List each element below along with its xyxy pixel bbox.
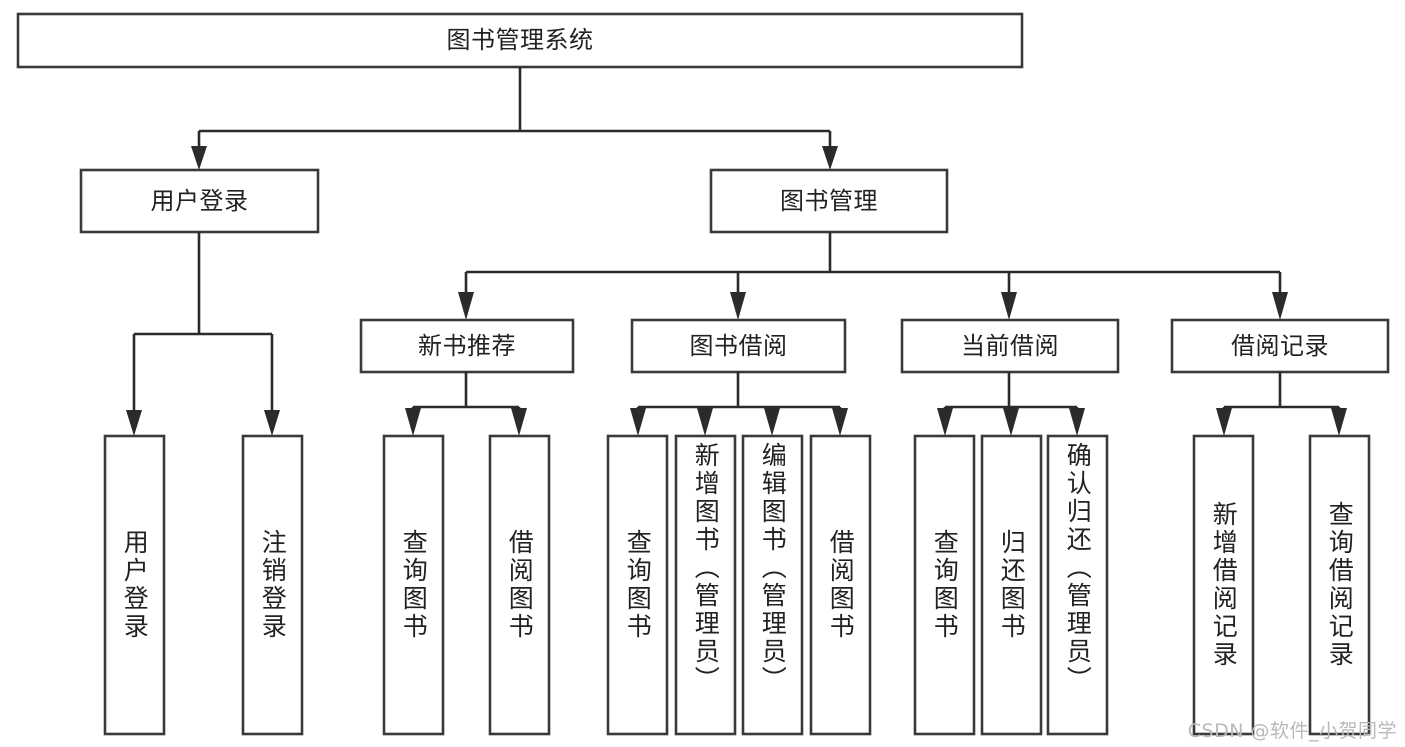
node-current-borrow-box[interactable] bbox=[900, 318, 1120, 374]
node-root-box[interactable] bbox=[16, 12, 1024, 69]
arrow-bb-leaf-2 bbox=[697, 408, 713, 436]
arrow-book-borrow bbox=[730, 292, 746, 320]
node-new-book-box[interactable] bbox=[359, 318, 575, 374]
arrow-bb-leaf-3 bbox=[764, 408, 780, 436]
leaf-box-nb-query-book[interactable] bbox=[382, 434, 445, 736]
leaf-box-nb-borrow-book[interactable] bbox=[488, 434, 551, 736]
node-user-login-box[interactable] bbox=[79, 168, 320, 234]
leaf-box-br-add-record[interactable] bbox=[1192, 434, 1255, 736]
arrow-book-manage bbox=[822, 146, 838, 170]
leaf-box-cb-return-book[interactable] bbox=[980, 434, 1043, 736]
arrow-user-login bbox=[191, 146, 207, 170]
node-book-borrow-box[interactable] bbox=[630, 318, 847, 374]
leaf-box-cb-query-book[interactable] bbox=[913, 434, 976, 736]
arrow-current-borrow bbox=[1001, 292, 1017, 320]
arrow-br-leaf-1 bbox=[1216, 408, 1232, 436]
arrow-borrow-record bbox=[1272, 292, 1288, 320]
leaf-box-br-query-record[interactable] bbox=[1308, 434, 1371, 736]
leaf-box-bb-add-book[interactable] bbox=[674, 434, 737, 736]
arrow-cb-leaf-3 bbox=[1069, 408, 1085, 436]
arrow-br-leaf-2 bbox=[1331, 408, 1347, 436]
leaf-box-cb-confirm-return[interactable] bbox=[1046, 434, 1109, 736]
arrow-cb-leaf-1 bbox=[937, 408, 953, 436]
arrow-leaf-logout bbox=[264, 410, 280, 436]
node-borrow-record-box[interactable] bbox=[1170, 318, 1390, 374]
leaf-box-bb-borrow-book[interactable] bbox=[809, 434, 872, 736]
arrow-bb-leaf-4 bbox=[832, 408, 848, 436]
node-book-manage-box[interactable] bbox=[709, 168, 949, 234]
leaf-box-bb-edit-book[interactable] bbox=[741, 434, 804, 736]
arrow-cb-leaf-2 bbox=[1003, 408, 1019, 436]
arrow-nb-leaf-1 bbox=[405, 408, 421, 436]
arrow-new-book bbox=[458, 292, 474, 320]
arrow-nb-leaf-2 bbox=[511, 408, 527, 436]
arrow-leaf-user-login bbox=[126, 410, 142, 436]
leaf-box-bb-query-book[interactable] bbox=[606, 434, 669, 736]
watermark-text: CSDN @软件_小贺同学 bbox=[1187, 720, 1397, 742]
leaf-box-logout[interactable] bbox=[241, 434, 304, 736]
arrow-bb-leaf-1 bbox=[630, 408, 646, 436]
leaf-box-user-login[interactable] bbox=[103, 434, 166, 736]
